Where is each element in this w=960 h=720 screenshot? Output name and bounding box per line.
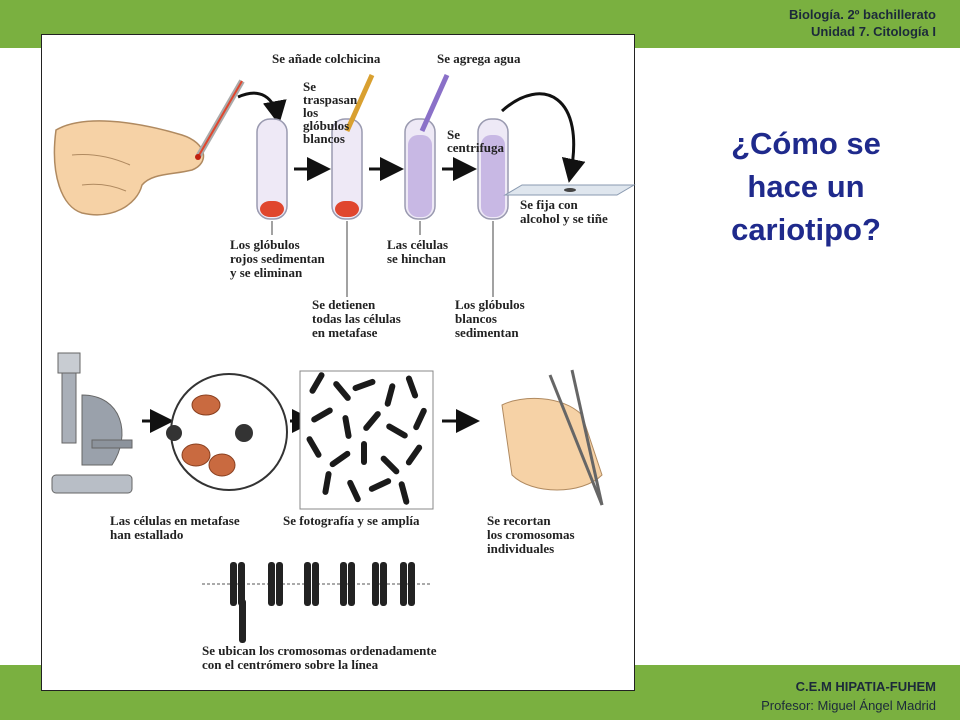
slide-title: ¿Cómo se hace un cariotipo?	[700, 122, 912, 251]
label-line: glóbulos	[303, 118, 349, 133]
label-line: centrifuga	[447, 140, 505, 155]
header-course: Biología. 2º bachillerato	[788, 7, 936, 22]
label-line: Las células	[387, 237, 448, 252]
label-line: Se	[303, 79, 316, 94]
chromosome-shape	[380, 455, 400, 475]
arrow-curve-1	[237, 91, 287, 125]
karyotype-chromosome	[230, 562, 237, 606]
label-line: Se	[447, 127, 460, 142]
arrow-curve-2	[500, 92, 586, 183]
test-tube-2	[331, 73, 375, 220]
label-line: individuales	[487, 541, 554, 556]
chromosome-shape	[329, 450, 351, 468]
label-line: con el centrómero sobre la línea	[202, 657, 379, 672]
chromosome-shape	[342, 415, 352, 439]
sample-spot	[564, 188, 576, 192]
karyotype-chromosome	[312, 562, 319, 606]
label-line: se hinchan	[387, 251, 447, 266]
label-line: los	[303, 105, 318, 120]
chromosome-shape	[361, 441, 367, 465]
chromosome-shape	[368, 478, 392, 492]
label-line: todas las células	[312, 311, 401, 326]
chromosome-shape	[384, 383, 396, 407]
label-line: traspasan	[303, 92, 358, 107]
label-fotografia: Se fotografía y se amplía	[283, 513, 420, 528]
test-tube-4	[477, 118, 509, 220]
title-line-2: hace un	[747, 169, 865, 204]
karyotype-chromosome	[238, 562, 245, 606]
karyotype-chromosome	[380, 562, 387, 606]
microscope-icon	[51, 352, 133, 494]
title-line-3: cariotipo?	[731, 212, 881, 247]
cells-view-circle	[166, 373, 288, 491]
label-line: Las células en metafase	[110, 513, 240, 528]
photo-chromosomes	[299, 370, 434, 510]
label-line: en metafase	[312, 325, 378, 340]
label-line: Los glóbulos	[455, 297, 525, 312]
karyotype-chromosome	[276, 562, 283, 606]
label-line: Los glóbulos	[230, 237, 300, 252]
karyotype-chromosome	[348, 562, 355, 606]
karyotype-chromosome	[400, 562, 407, 606]
test-tube-1	[256, 118, 288, 220]
chromosome-shape	[405, 444, 423, 466]
label-colchicina: Se añade colchicina	[272, 51, 381, 66]
chromosome-shape	[322, 471, 332, 495]
label-line: Se detienen	[312, 297, 376, 312]
chromosome-shape	[352, 378, 376, 392]
chromosome-shape	[309, 372, 325, 394]
label-line: Se fija con	[520, 197, 579, 212]
chromosome-shape	[363, 411, 381, 431]
label-line: Se recortan	[487, 513, 551, 528]
chromosome-shape	[398, 481, 410, 505]
chromosome-shape	[413, 407, 427, 431]
chromosome-shape	[347, 479, 361, 503]
label-line: rojos sedimentan	[230, 251, 326, 266]
label-line: alcohol y se tiñe	[520, 211, 608, 226]
karyotype-chromosome	[268, 562, 275, 606]
label-line: Se ubican los cromosomas ordenadamente	[202, 643, 437, 658]
karyotype-chromosome	[372, 562, 379, 606]
chromosome-shape	[306, 436, 322, 458]
header-unit: Unidad 7. Citología I	[811, 24, 936, 39]
label-line: y se eliminan	[230, 265, 303, 280]
chromosome-shape	[333, 381, 351, 401]
chromosome-shape	[311, 407, 333, 423]
finger-illustration	[53, 120, 205, 216]
footer-teacher: Profesor: Miguel Ángel Madrid	[761, 698, 936, 713]
label-line: han estallado	[110, 527, 183, 542]
title-line-1: ¿Cómo se	[731, 126, 881, 161]
test-tube-3	[404, 73, 450, 220]
karyotype-chromosome	[239, 599, 246, 643]
karyotype-chromosome	[408, 562, 415, 606]
scissors-hand	[501, 369, 604, 506]
karyotype-chromosome	[340, 562, 347, 606]
chromosome-shape	[386, 423, 408, 439]
chromosome-shape	[405, 375, 419, 399]
label-agua: Se agrega agua	[437, 51, 521, 66]
karyotype-chromosome	[304, 562, 311, 606]
label-line: sedimentan	[455, 325, 519, 340]
karyotype-row	[230, 562, 415, 643]
label-line: los cromosomas	[487, 527, 575, 542]
label-line: blancos	[455, 311, 497, 326]
pipette-icon	[195, 79, 245, 160]
label-line: blancos	[303, 131, 345, 146]
footer-school: C.E.M HIPATIA-FUHEM	[795, 679, 936, 694]
